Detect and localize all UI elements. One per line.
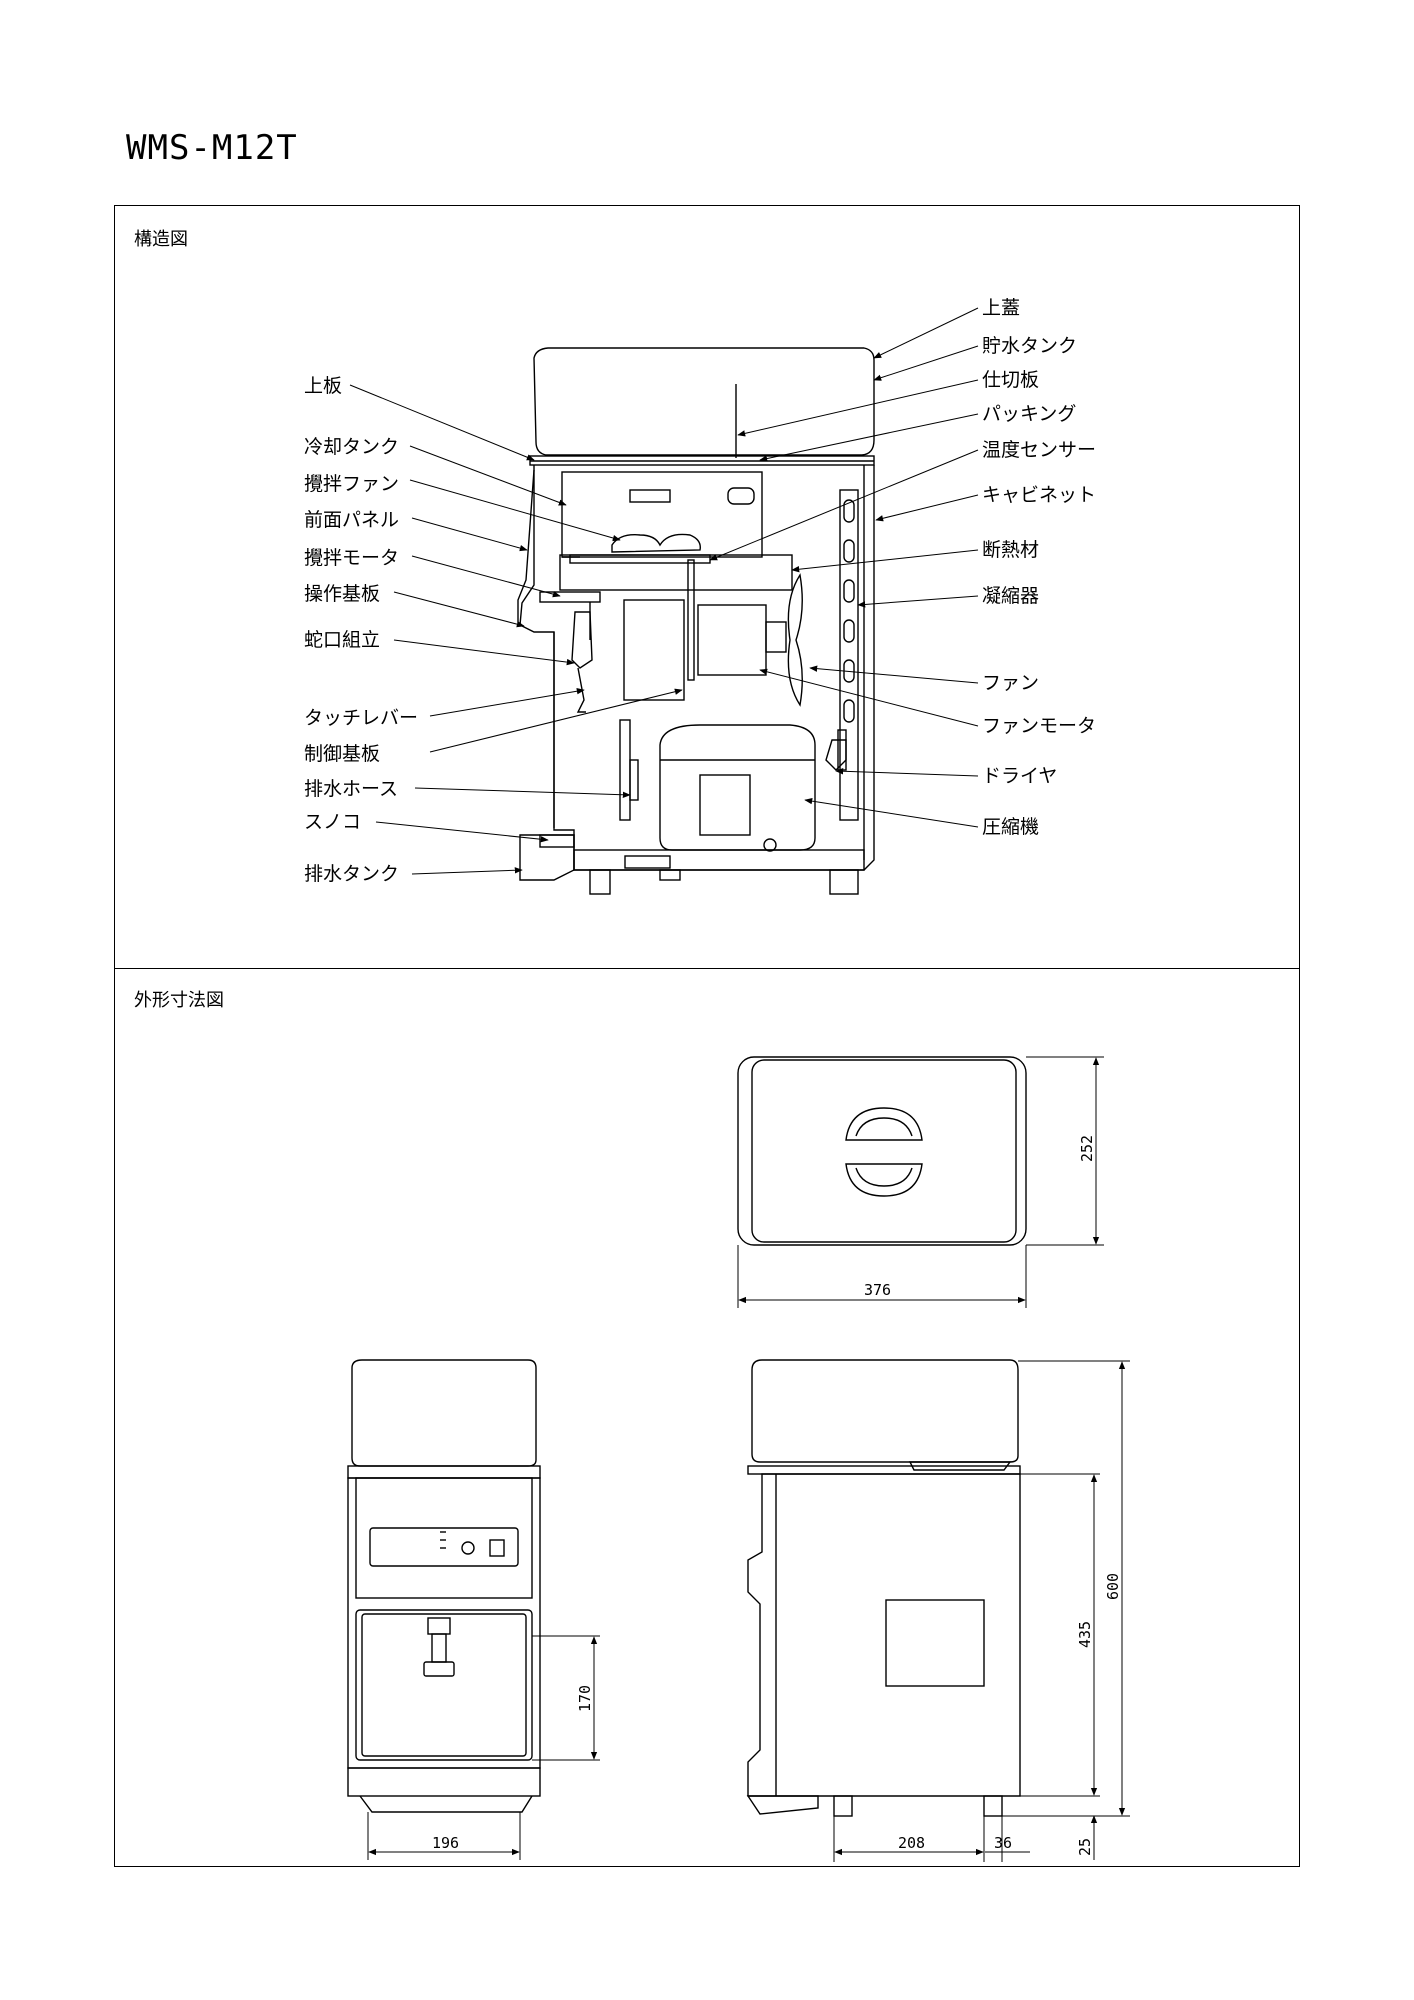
label-faucet-assembly: 蛇口組立 [304,629,380,651]
model-title: WMS-M12T [126,128,298,168]
dim-side-offset: 36 [994,1834,1012,1852]
label-dryer: ドライヤ [982,765,1057,787]
structure-labels-left: 上板 冷却タンク 攪拌ファン 前面パネル 攪拌モータ 操作基板 蛇口組立 タッチ… [304,375,418,885]
dim-foot-height: 25 [1076,1838,1094,1856]
label-condenser: 凝縮器 [982,585,1039,607]
dim-top-depth: 252 [1078,1135,1096,1162]
label-temp-sensor: 温度センサー [982,439,1096,461]
base-plate [573,849,865,871]
lid-outline [533,347,875,456]
faucet-assembly [571,611,593,669]
label-drain-tank: 排水タンク [304,863,399,885]
label-cabinet: キャビネット [982,484,1096,506]
structure-section-label: 構造図 [134,229,188,250]
section-divider [114,968,1300,969]
dimensions-section-label: 外形寸法図 [134,990,224,1011]
label-storage-tank: 貯水タンク [982,335,1077,357]
label-stir-motor: 攪拌モータ [304,547,399,569]
label-top-plate: 上板 [304,375,342,397]
label-drain-hose: 排水ホース [304,778,398,800]
fan-motor [697,604,767,676]
label-fan: ファン [982,672,1039,694]
label-compressor: 圧縮機 [982,816,1039,838]
drain-tank [519,834,575,881]
dim-total-height: 600 [1104,1573,1122,1600]
top-view [737,1056,1104,1308]
label-control-board: 制御基板 [304,743,380,765]
label-partition: 仕切板 [982,369,1039,391]
stir-fan [611,533,701,553]
label-stir-fan: 攪拌ファン [304,473,399,495]
dim-faucet-height: 170 [576,1685,594,1712]
dim-front-width: 196 [432,1834,459,1852]
cooling-tank [561,471,763,558]
label-drainboard: スノコ [304,811,361,833]
dim-body-height: 435 [1076,1621,1094,1648]
label-insulation: 断熱材 [982,539,1039,561]
dryer [825,739,847,771]
label-fan-motor: ファンモータ [982,715,1096,737]
side-view [746,1359,1130,1862]
label-touch-lever: タッチレバー [304,707,418,729]
front-view [347,1359,600,1860]
label-packing: パッキング [982,403,1076,425]
stir-motor [539,591,601,603]
structure-labels-right: 上蓋 貯水タンク 仕切板 パッキング 温度センサー キャビネット 断熱材 凝縮器… [982,297,1096,838]
label-cooling-tank: 冷却タンク [304,436,399,458]
label-front-panel: 前面パネル [304,509,399,531]
control-board [623,599,685,701]
structure-diagram [517,347,875,895]
side-body [747,1473,1021,1797]
compressor [659,724,816,851]
cabinet-outline [519,465,875,871]
dim-side-depth: 208 [898,1834,925,1852]
label-operation-board: 操作基板 [304,583,380,605]
label-lid: 上蓋 [982,297,1020,319]
condenser [839,489,859,821]
drawing-frame [114,205,1300,1867]
leader-lines [349,307,979,875]
fan-blades [787,573,803,707]
dim-top-width: 376 [864,1281,891,1299]
